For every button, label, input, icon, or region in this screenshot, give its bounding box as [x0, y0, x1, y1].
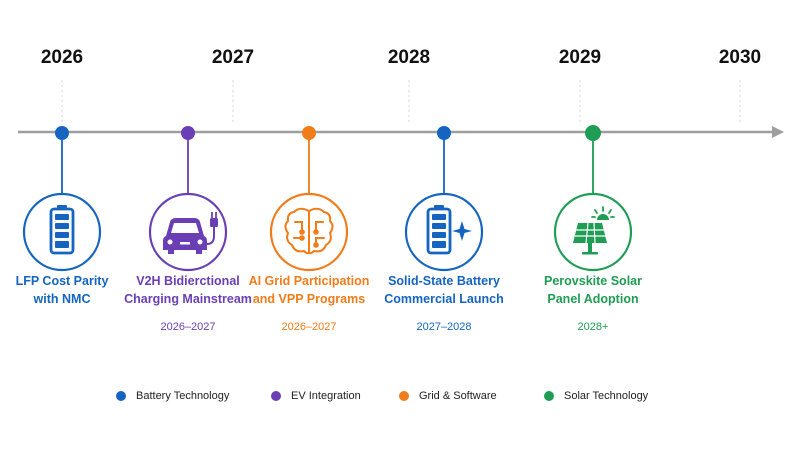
milestone-title-line: Perovskite Solar	[544, 274, 642, 288]
brain-circuit-icon	[284, 207, 334, 255]
year-ticks	[61, 80, 741, 125]
milestone-title-v2h: V2H Bidierctional Charging Mainstream	[118, 272, 258, 308]
legend-label: EV Integration	[291, 390, 361, 402]
milestone-period-v2h: 2026–2027	[160, 321, 216, 333]
legend-dot-icon	[399, 391, 409, 401]
timeline-dot-v2h	[181, 126, 195, 140]
milestone-perovskite	[553, 125, 633, 272]
legend-label: Battery Technology	[136, 390, 230, 402]
milestone-title-perovskite: Perovskite Solar Panel Adoption	[523, 272, 663, 308]
solar-panel-icon	[573, 206, 615, 255]
legend-item-battery: Battery Technology	[116, 390, 229, 402]
timeline-dot-solid-state	[437, 126, 451, 140]
milestone-title-solid-state: Solid-State Battery Commercial Launch	[374, 272, 514, 308]
timeline-arrowhead	[772, 126, 784, 138]
year-label-2026: 2026	[40, 47, 84, 68]
year-label-2030: 2030	[718, 47, 762, 68]
car-charging-icon	[163, 212, 218, 254]
year-label-2029: 2029	[558, 47, 602, 68]
milestone-ai-grid	[269, 126, 349, 272]
milestone-lfp	[22, 126, 102, 272]
milestone-title-line: AI Grid Participation	[248, 274, 370, 288]
year-label-2028: 2028	[387, 47, 431, 68]
milestone-title-line: Panel Adoption	[547, 292, 639, 306]
year-label-2027: 2027	[211, 47, 255, 68]
milestone-title-line: LFP Cost Parity	[15, 274, 109, 288]
battery-icon	[49, 205, 75, 255]
legend-label: Solar Technology	[564, 390, 649, 402]
battery-sparkle-icon	[426, 205, 472, 255]
milestone-v2h	[148, 126, 228, 272]
milestone-title-line: V2H Bidierctional	[136, 274, 240, 288]
milestone-period-perovskite: 2028+	[577, 321, 609, 333]
legend-dot-icon	[271, 391, 281, 401]
milestone-period-solid-state: 2027–2028	[416, 321, 472, 333]
legend-item-grid: Grid & Software	[399, 390, 497, 402]
milestone-title-line: and VPP Programs	[252, 292, 366, 306]
milestone-title-line: Commercial Launch	[384, 292, 504, 306]
milestone-solid-state	[404, 126, 484, 272]
legend-label: Grid & Software	[419, 390, 497, 402]
milestone-title-lfp: LFP Cost Parity with NMC	[0, 272, 132, 308]
milestone-title-line: Solid-State Battery	[388, 274, 500, 288]
legend-dot-icon	[544, 391, 554, 401]
timeline-dot-perovskite	[585, 125, 601, 141]
milestone-period-ai-grid: 2026–2027	[281, 321, 337, 333]
timeline-dot-ai-grid	[302, 126, 316, 140]
milestone-title-line: with NMC	[33, 292, 91, 306]
milestone-title-ai-grid: AI Grid Participation and VPP Programs	[239, 272, 379, 308]
timeline-dot-lfp	[55, 126, 69, 140]
legend-item-ev: EV Integration	[271, 390, 361, 402]
legend-item-solar: Solar Technology	[544, 390, 648, 402]
legend-dot-icon	[116, 391, 126, 401]
milestone-title-line: Charging Mainstream	[124, 292, 252, 306]
